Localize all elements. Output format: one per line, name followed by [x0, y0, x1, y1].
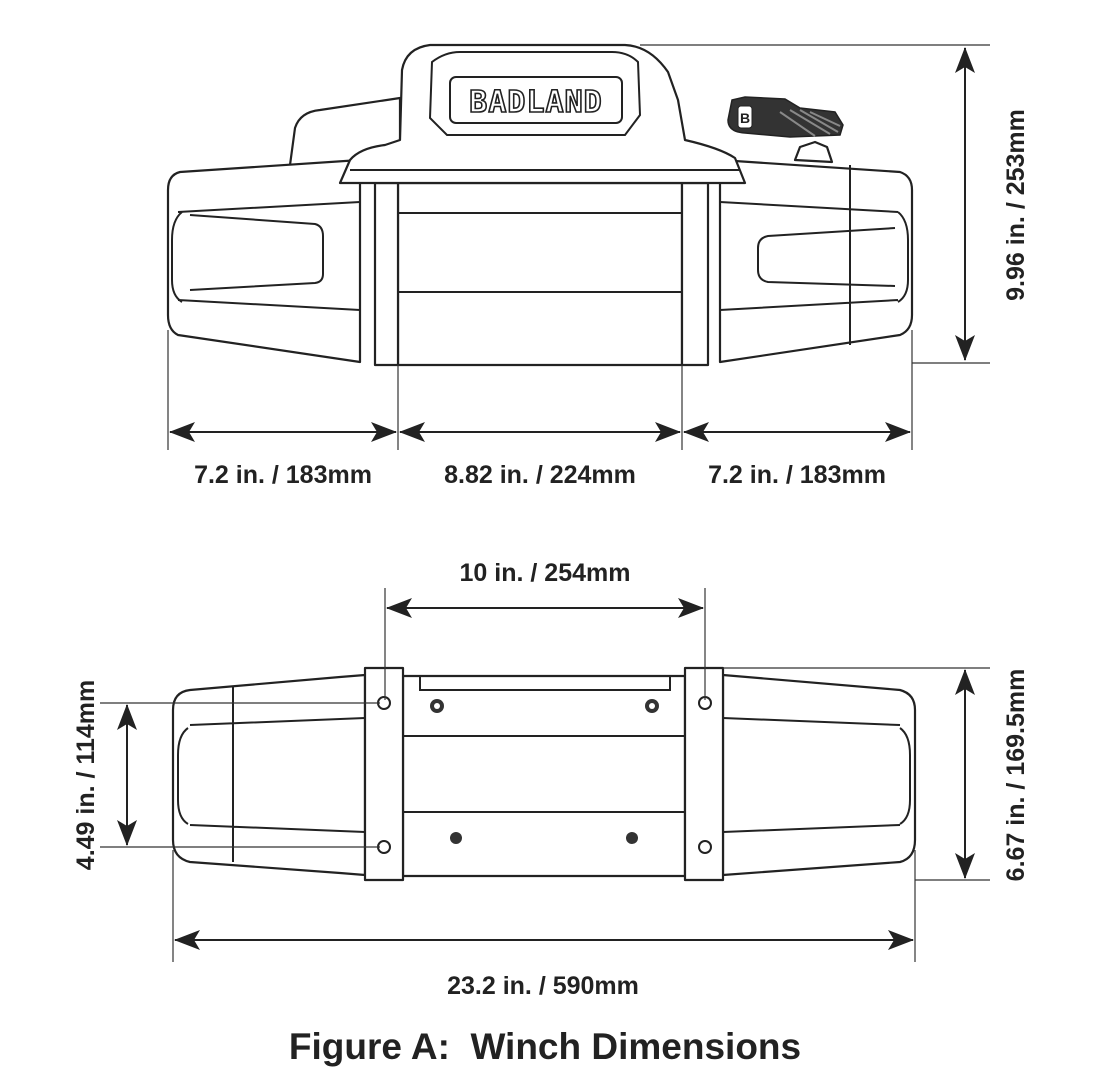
figure-caption: Figure A: Winch Dimensions [289, 1026, 801, 1067]
bolt-spacing-label: 10 in. / 254mm [460, 559, 631, 587]
depth-label: 6.67 in. / 169.5mm [1002, 669, 1030, 882]
bolt-depth-label: 4.49 in. / 114mm [72, 680, 100, 870]
drum [396, 181, 684, 367]
left-end-bottom [171, 673, 367, 877]
clutch-lever [727, 96, 844, 138]
svg-text:B: B [740, 110, 750, 126]
badland-logo: BADLAND [469, 85, 602, 120]
right-end-cap [718, 158, 914, 364]
control-box [338, 43, 747, 185]
height-label: 9.96 in. / 253mm [1002, 109, 1030, 301]
drum-width-label: 8.82 in. / 224mm [444, 461, 636, 489]
left-width-label: 7.2 in. / 183mm [194, 461, 372, 489]
front-view-dimensions [167, 44, 990, 450]
bottom-view-dimensions [100, 588, 990, 962]
base-plate [401, 674, 687, 878]
winch-bottom-view [171, 666, 917, 882]
left-end-cap [166, 158, 362, 364]
overall-length-label: 23.2 in. / 590mm [447, 972, 639, 1000]
winch-front-view: BADLAND B [166, 43, 914, 367]
right-width-label: 7.2 in. / 183mm [708, 461, 886, 489]
right-end-bottom [721, 673, 917, 877]
